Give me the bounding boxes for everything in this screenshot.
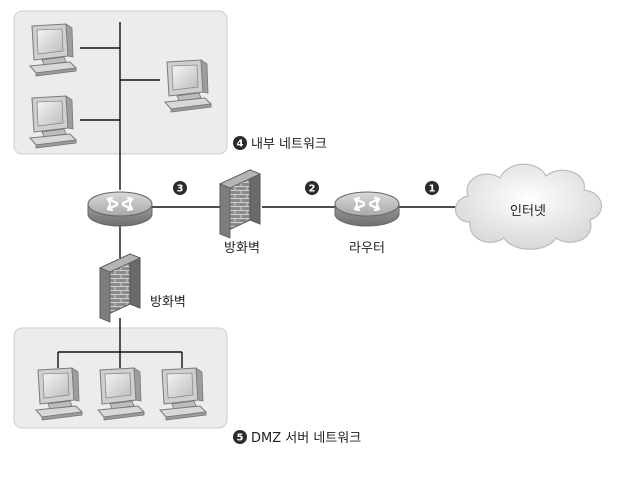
- internal-router-icon: [86, 190, 154, 228]
- dmz-server-3: [159, 367, 207, 421]
- badge-2-text: 2: [309, 184, 316, 195]
- badge-4: 4: [233, 136, 247, 150]
- router-label: 라우터: [349, 241, 385, 256]
- dmz-server-1: [35, 367, 83, 421]
- badge-3: 3: [173, 181, 187, 195]
- internet-label: 인터넷: [510, 204, 546, 219]
- router-icon: [333, 190, 401, 228]
- internal-pc-1: [29, 23, 77, 77]
- dmz-server-2: [97, 367, 145, 421]
- internal-pc-2: [164, 59, 212, 113]
- dmz-network-label: DMZ 서버 네트워크: [251, 431, 361, 446]
- badge-4-text: 4: [237, 139, 244, 150]
- firewall-left-label: 방화벽: [150, 295, 186, 310]
- internal-pc-3: [29, 95, 77, 149]
- badge-1-text: 1: [429, 184, 436, 195]
- firewall-left-icon: [99, 253, 141, 323]
- firewall-top-icon: [219, 169, 261, 239]
- internal-network-label: 내부 네트워크: [251, 137, 327, 152]
- badge-5: 5: [233, 430, 247, 444]
- network-links: [57, 22, 462, 368]
- internet-cloud-icon: [454, 163, 602, 250]
- badge-5-text: 5: [237, 433, 244, 444]
- firewall-top-label: 방화벽: [224, 241, 260, 256]
- badge-1: 1: [425, 181, 439, 195]
- badge-2: 2: [305, 181, 319, 195]
- badge-3-text: 3: [177, 184, 184, 195]
